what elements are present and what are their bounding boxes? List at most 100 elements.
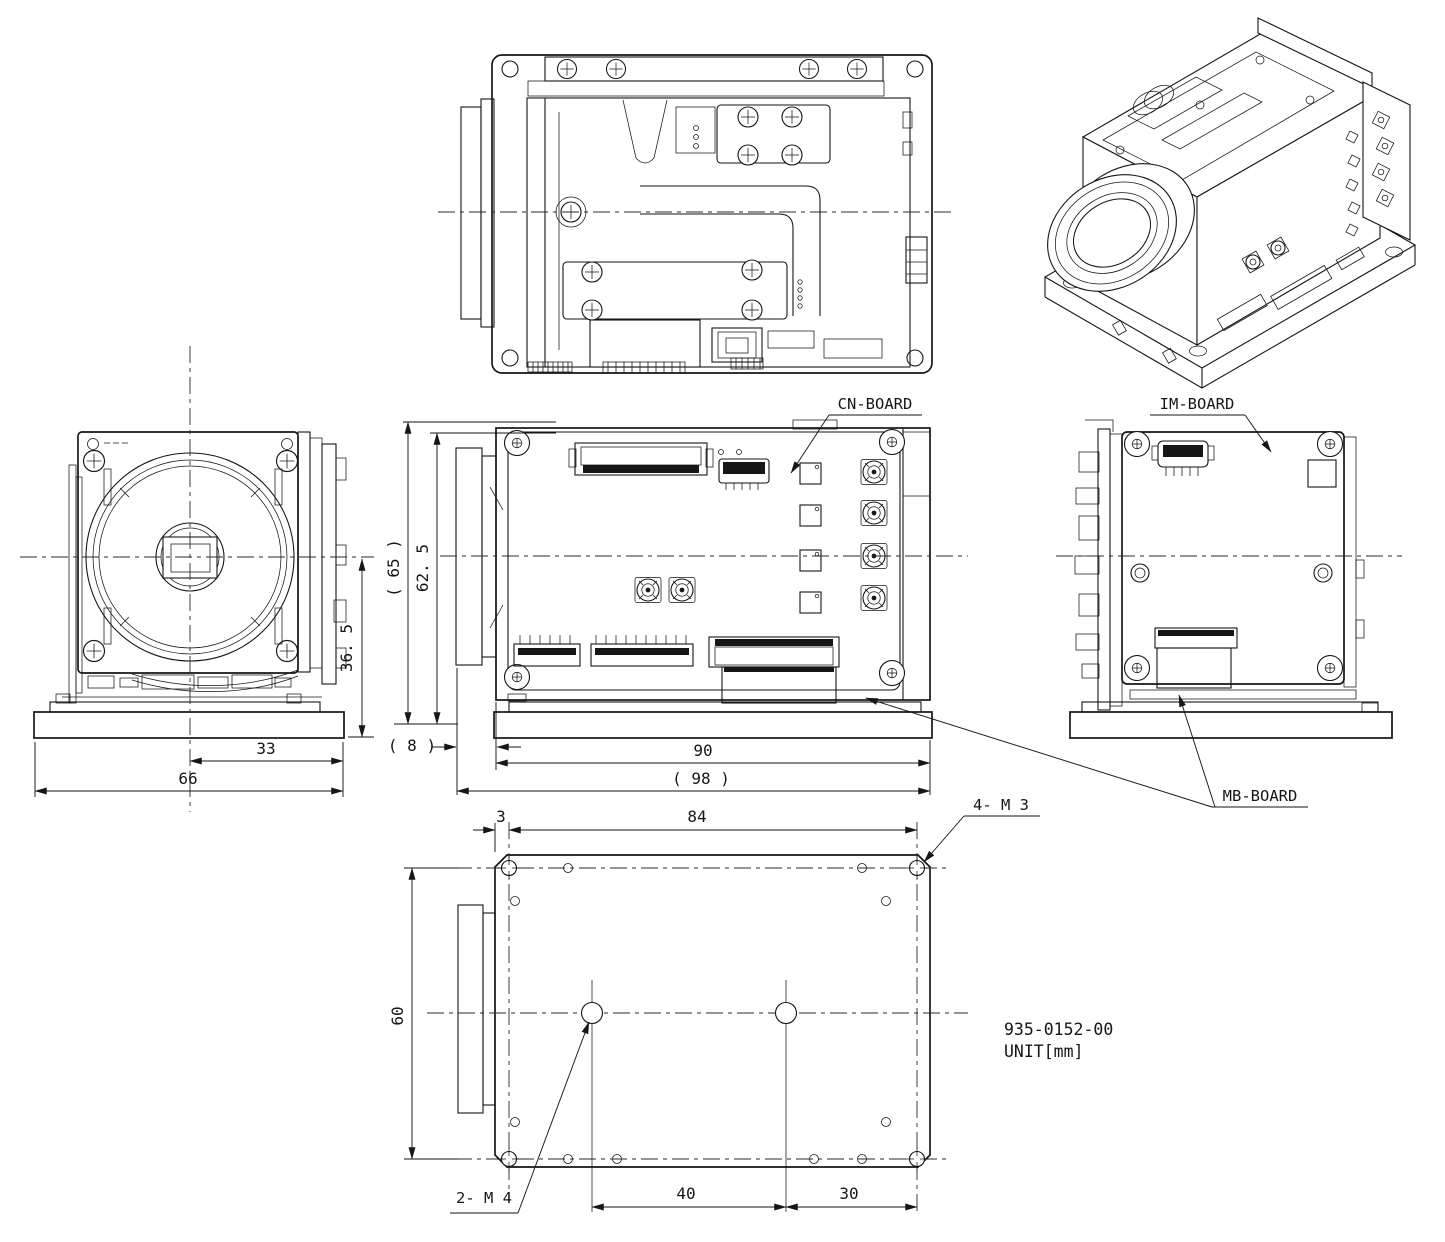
- screw-icon: [1123, 430, 1151, 458]
- small-connector: [718, 449, 770, 490]
- cn-board-outline: [507, 431, 901, 691]
- screw-icon: [556, 58, 578, 80]
- pin-dot: [693, 125, 699, 131]
- screw-icon: [1316, 654, 1344, 682]
- iso-side-connectors: [1216, 236, 1365, 332]
- mb-board-label: MB-BOARD: [1223, 787, 1298, 805]
- top-bracket: [544, 56, 884, 82]
- small-hole: [857, 863, 867, 873]
- square-pads: [799, 462, 822, 614]
- top-view: [438, 54, 955, 374]
- left-rail: [75, 476, 83, 694]
- mb-board-edge: [1129, 689, 1357, 700]
- screw-icon: [781, 106, 803, 128]
- pin-dot: [797, 287, 803, 293]
- corner-hole: [906, 60, 924, 78]
- dim-base-m4-pitch: 40: [676, 1184, 695, 1203]
- standoff: [274, 607, 283, 645]
- im-board-label: IM-BOARD: [1160, 395, 1235, 413]
- rear-square-pad: [1307, 459, 1337, 488]
- m3-holes-label: 4- M 3: [973, 796, 1029, 814]
- screw-icon: [581, 261, 603, 283]
- iso-right-face: [1196, 91, 1381, 346]
- screw-icon: [503, 663, 531, 691]
- dimensions: 33 66 36. 5 ( 65 ) 62. 5 ( 8 ) 90 ( 98 )…: [34, 421, 931, 1211]
- screw-icon: [275, 449, 299, 473]
- dim-base-edge-to-hole: 3: [496, 807, 506, 826]
- mb-board-leader: [865, 697, 1213, 808]
- callouts: CN-BOARD IM-BOARD MB-BOARD 4- M 3 2- M 4: [450, 395, 1308, 1214]
- board-detail: [507, 693, 527, 702]
- edge-tab: [1355, 619, 1365, 639]
- iso-lens: [1047, 163, 1195, 292]
- pin-dot: [797, 279, 803, 285]
- pin-hole: [87, 438, 99, 450]
- front-base-plate: [33, 693, 345, 739]
- dim-front-center-to-edge: 33: [256, 739, 275, 758]
- small-hole: [809, 1154, 819, 1164]
- base-plate-outline: [494, 854, 931, 1168]
- pin-dot: [797, 303, 803, 309]
- screw-icon: [737, 144, 759, 166]
- small-hole: [881, 896, 891, 906]
- pin-dot: [693, 143, 699, 149]
- standoff: [103, 607, 112, 645]
- coax-connector-icon: [668, 576, 696, 604]
- cn-board-leader: [790, 414, 830, 474]
- small-hole: [857, 1154, 867, 1164]
- dim-depth: 90: [693, 741, 712, 760]
- screw-icon: [82, 639, 106, 663]
- right-connector: [905, 236, 928, 284]
- left-rail: [68, 464, 77, 704]
- rear-view: [1056, 419, 1402, 739]
- screw-icon: [581, 299, 603, 321]
- corner-hole: [501, 60, 519, 78]
- m4-hole: [774, 1001, 798, 1025]
- dim-side-height-ref: ( 65 ): [384, 539, 403, 597]
- screw-icon: [741, 259, 763, 281]
- front-bottom-assembly: [62, 674, 322, 698]
- component: [675, 106, 716, 154]
- side-body-outline: [495, 427, 931, 701]
- rear-base-plate: [1069, 701, 1393, 739]
- rear-top-connector: [1151, 440, 1215, 476]
- unit-label: UNIT[mm]: [1004, 1042, 1083, 1061]
- rear-left-stack: [1074, 419, 1123, 711]
- bottom-connector-strip: [527, 319, 883, 374]
- dim-lens-protrusion: ( 8 ): [388, 736, 436, 755]
- screw-icon: [1123, 654, 1151, 682]
- rear-mount-holes: [1130, 563, 1333, 583]
- screw-icon: [846, 58, 868, 80]
- screw-icon: [503, 429, 531, 457]
- coax-connector-icon: [634, 576, 662, 604]
- flex-duct: [640, 185, 821, 316]
- small-hole: [510, 896, 520, 906]
- screw-icon: [741, 299, 763, 321]
- dim-base-hole-span-y: 60: [388, 1006, 407, 1025]
- m3-hole-icon: [904, 855, 930, 881]
- bottom-connector-large: [708, 636, 840, 704]
- small-hole: [612, 1154, 622, 1164]
- bottom-view: [427, 822, 968, 1212]
- m4-holes-label: 2- M 4: [456, 1189, 512, 1207]
- light-funnel: [622, 99, 668, 164]
- coax-connector-icon: [860, 584, 888, 612]
- pin-dot: [693, 134, 699, 140]
- top-housing: [526, 97, 911, 368]
- screw-icon: [878, 428, 906, 456]
- bottom-connector-medium: [590, 635, 694, 667]
- rear-step: [902, 431, 931, 497]
- edge-tab: [902, 141, 913, 156]
- m3-hole-icon: [496, 855, 522, 881]
- dim-depth-ref: ( 98 ): [672, 769, 730, 788]
- rear-right-rail: [1343, 436, 1357, 688]
- title-block: 935-0152-00 UNIT[mm]: [1004, 1020, 1113, 1061]
- upper-pcb: [716, 104, 831, 164]
- top-tab: [792, 419, 838, 430]
- pin-dot: [797, 295, 803, 301]
- screw-icon: [781, 144, 803, 166]
- drawing-number: 935-0152-00: [1004, 1020, 1113, 1039]
- bottom-connector-small: [513, 635, 581, 667]
